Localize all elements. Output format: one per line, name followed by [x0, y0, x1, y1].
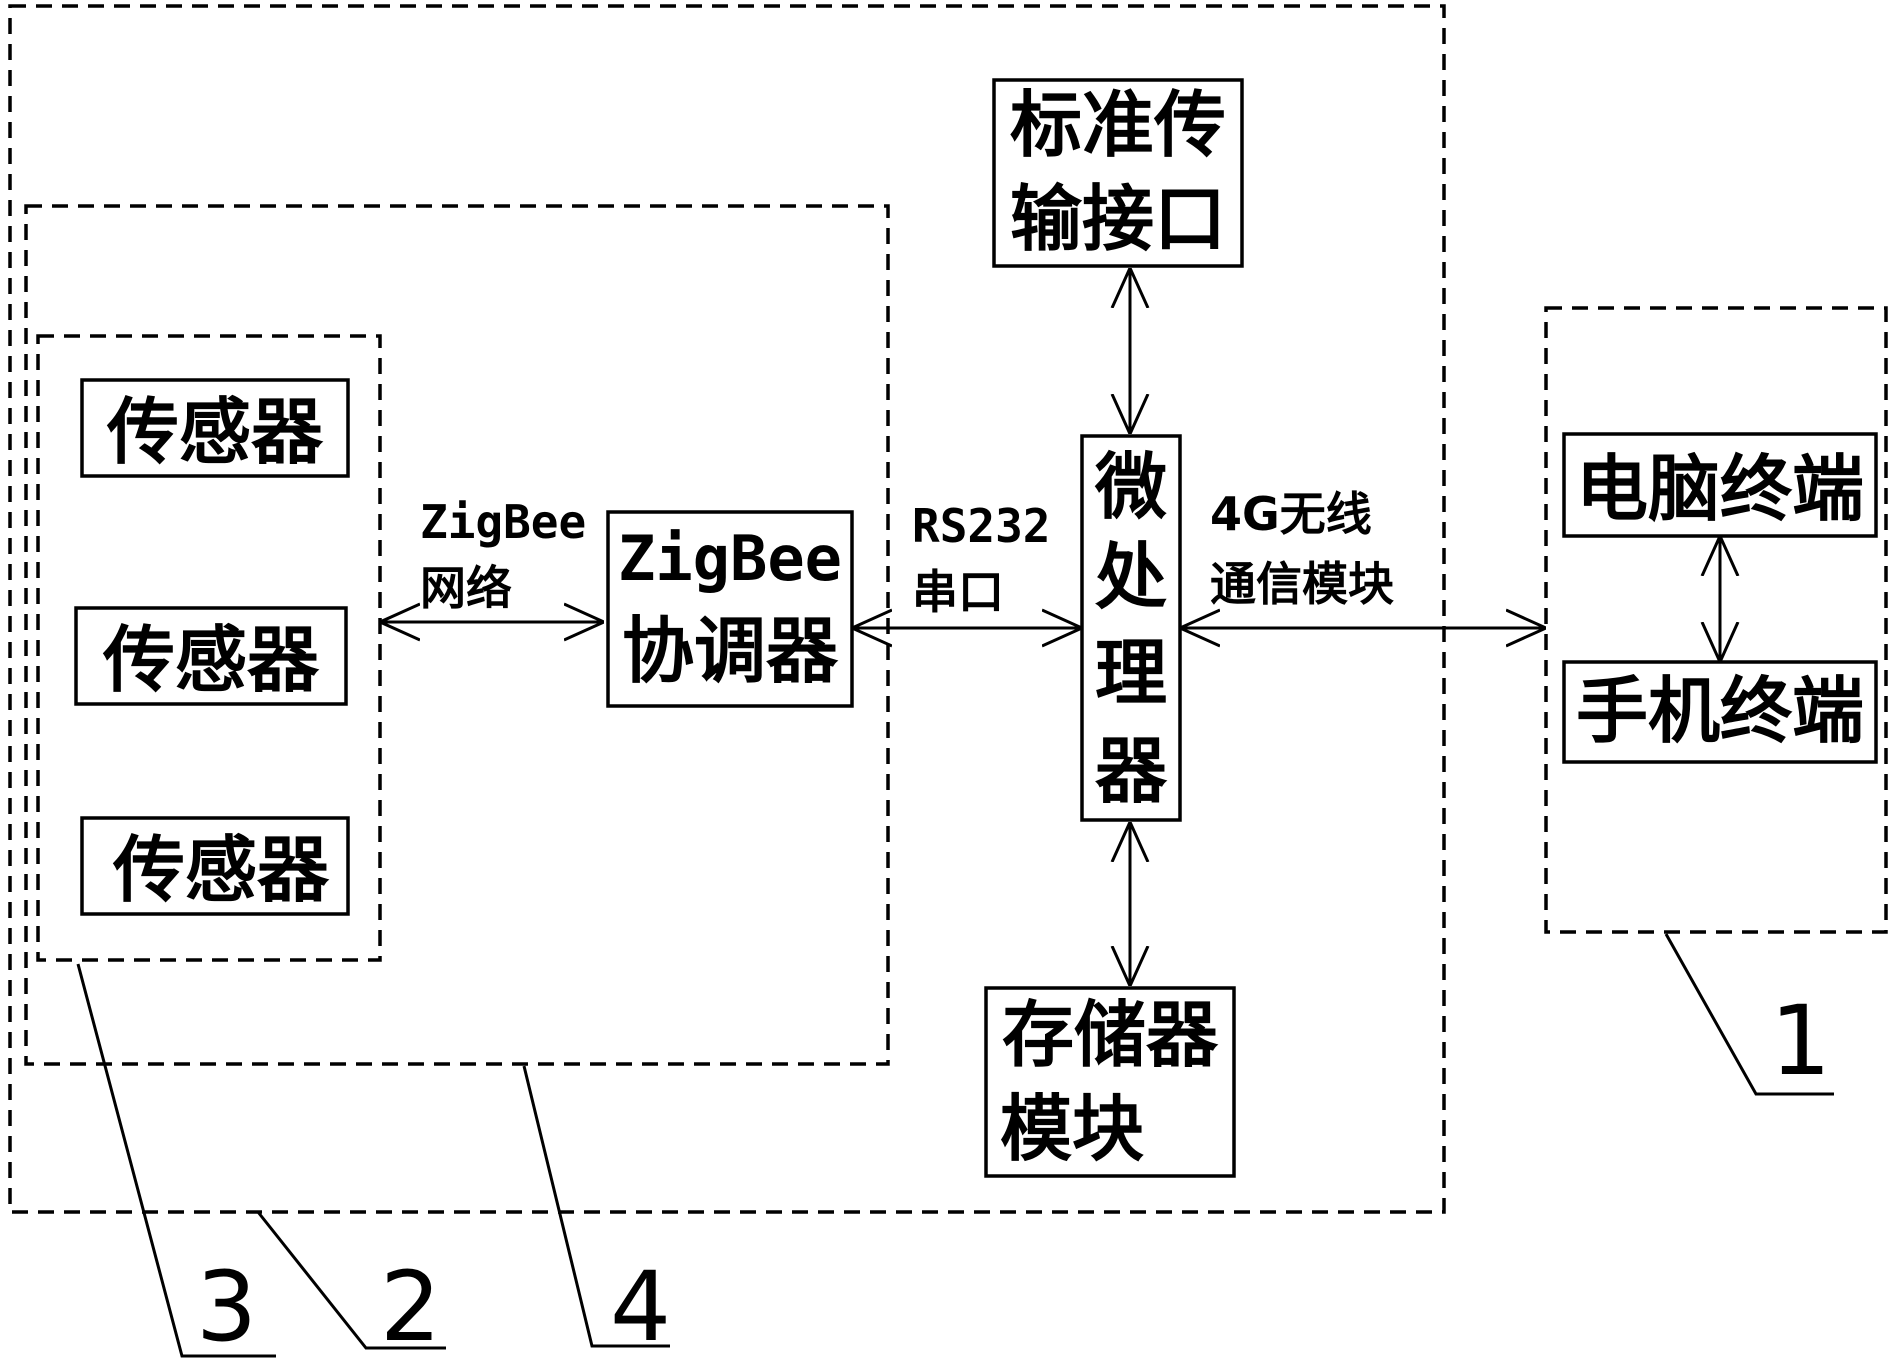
sensing-group-boundary-4 [24, 204, 890, 1066]
wireless-label-line2: 通信模块 [1210, 557, 1394, 611]
sensor-label: 传感器 [106, 390, 324, 474]
storage-label-line1: 存储器 [1002, 993, 1219, 1077]
zigbee-coordinator-box: ZigBee 协调器 [606, 510, 854, 708]
callout-number-2: 2 [380, 1251, 441, 1363]
sensor-node-3: 传感器 [80, 816, 350, 916]
std-interface-label-line1: 标准传 [1010, 83, 1226, 167]
sensor-group-boundary-3 [36, 334, 382, 962]
terminal-group-boundary-1 [1544, 306, 1888, 934]
sensor-label: 传感器 [112, 828, 330, 912]
coordinator-label-line2: 协调器 [622, 609, 839, 693]
callout-leader-1 [1664, 933, 1834, 1096]
mobile-terminal-label: 手机终端 [1576, 669, 1864, 753]
sensor-node-2: 传感器 [74, 606, 348, 706]
storage-module-box: 存储器 模块 [984, 986, 1236, 1178]
mcu-char-4: 器 [1095, 729, 1168, 813]
zigbee-network-label-line2: 网络 [420, 561, 512, 615]
callout-leader-3 [76, 963, 276, 1358]
coordinator-label-line1: ZigBee [618, 522, 842, 595]
mobile-terminal-box: 手机终端 [1562, 660, 1878, 764]
wireless-label-line1: 4G无线 [1210, 487, 1372, 541]
microprocessor-box: 微 处 理 器 [1080, 434, 1182, 822]
sensor-node-1: 传感器 [80, 378, 350, 478]
mcu-char-3: 理 [1095, 631, 1167, 715]
pc-terminal-box: 电脑终端 [1562, 432, 1878, 538]
serial-label-line2: 串口 [912, 565, 1004, 619]
callout-leader-2 [256, 1211, 446, 1350]
callout-number-3: 3 [196, 1251, 257, 1363]
zigbee-network-label-line1: ZigBee [420, 495, 586, 549]
callout-number-1: 1 [1770, 985, 1831, 1097]
callout-leader-4 [522, 1065, 670, 1348]
callout-number-4: 4 [610, 1251, 671, 1363]
mcu-char-2: 处 [1095, 535, 1167, 619]
sensor-label: 传感器 [102, 618, 320, 702]
serial-label-line1: RS232 [912, 499, 1050, 553]
std-interface-label-line2: 输接口 [1010, 177, 1226, 261]
storage-label-line2: 模块 [1000, 1087, 1144, 1171]
standard-interface-box: 标准传 输接口 [992, 78, 1244, 268]
mcu-char-1: 微 [1094, 445, 1167, 529]
pc-terminal-label: 电脑终端 [1576, 447, 1864, 531]
